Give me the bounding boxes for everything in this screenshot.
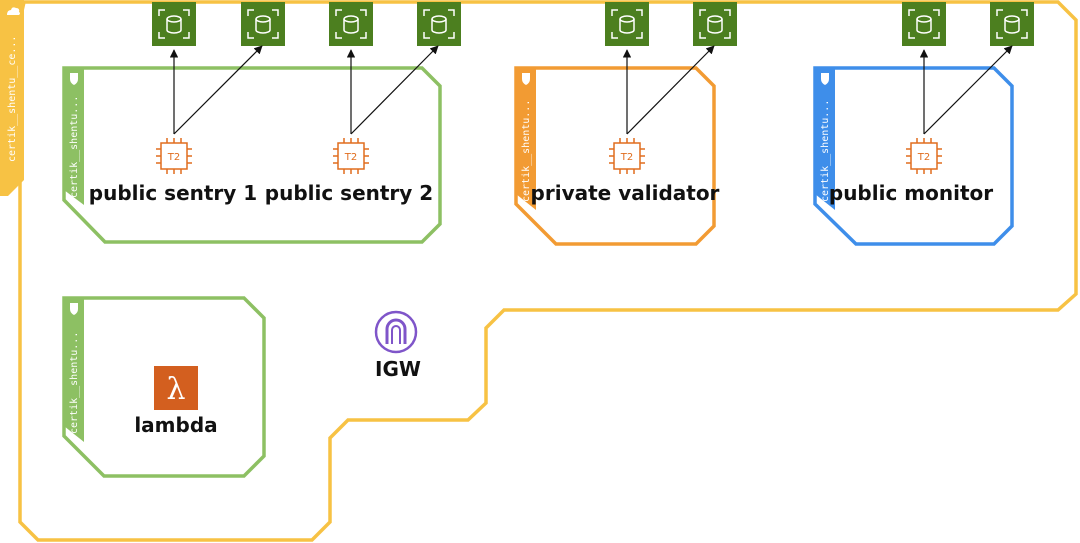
shield-icon [70,73,78,85]
instance-label-private-validator: private validator [531,181,720,205]
ec2-instance-icon: T2 [156,138,192,174]
ec2-instance-icon: T2 [906,138,942,174]
vpc-label: certik__shentu__ce... [7,36,18,162]
instance-label-public-monitor: public monitor [829,181,993,205]
instance-type: T2 [344,152,357,163]
volume-icon [902,2,946,46]
shield-icon [821,73,829,85]
volumes [152,2,1034,46]
lambda-glyph: λ [166,372,185,407]
volume-icon [693,2,737,46]
lambda-label: lambda [134,413,217,437]
volume-icon [605,2,649,46]
lambda-icon: λ [154,366,198,410]
cloud-icon [7,7,20,15]
instance-label-public-sentry-2: public sentry 2 [265,181,433,205]
connections [169,45,1013,135]
connection-arrow [923,45,1013,135]
subnet-label: certik__shentu... [820,100,831,202]
subnet-monitor: certik__shentu... [813,66,1014,246]
instance-label-public-sentry-1: public sentry 1 [89,181,257,205]
connection-arrow [173,45,263,135]
volume-icon [417,2,461,46]
shield-icon [70,303,78,315]
ec2-instance-icon: T2 [333,138,369,174]
subnet-public: certik__shentu... [62,66,442,244]
volume-icon [990,2,1034,46]
instance-type: T2 [167,152,180,163]
subnet-private: certik__shentu... [514,66,716,246]
connection-arrow [350,45,439,135]
subnet-label: certik__shentu... [69,96,80,198]
igw-label: IGW [375,357,421,381]
subnet-label: certik__shentu... [69,332,80,434]
volume-icon [329,2,373,46]
instance-type: T2 [620,152,633,163]
internet-gateway-icon [374,310,418,354]
instance-type: T2 [917,152,930,163]
subnet-lambda: certik__shentu... [62,296,266,478]
ec2-instance-icon: T2 [609,138,645,174]
volume-icon [241,2,285,46]
shield-icon [522,73,530,85]
subnet-label: certik__shentu... [521,100,532,202]
volume-icon [152,2,196,46]
connection-arrow [626,45,715,135]
